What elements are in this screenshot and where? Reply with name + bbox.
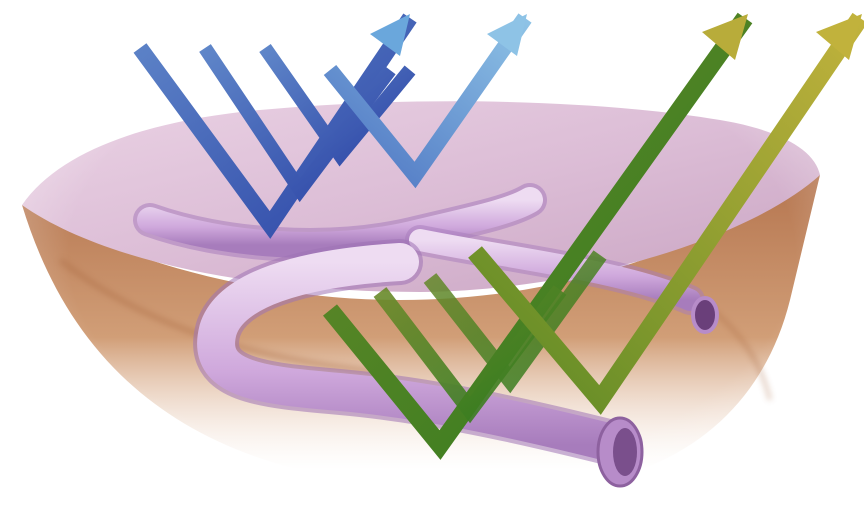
vessel-cross-section <box>693 298 717 332</box>
